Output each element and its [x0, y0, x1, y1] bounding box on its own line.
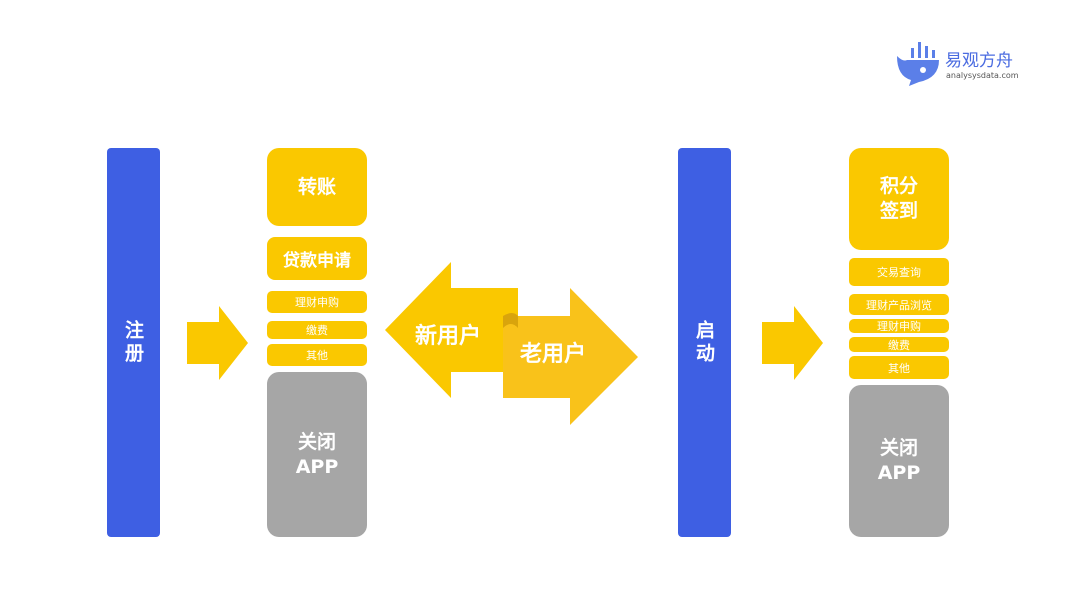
box-other: 其他: [849, 356, 949, 379]
close-label: 关闭: [879, 437, 918, 459]
box-transaction-query: 交易查询: [849, 258, 949, 286]
box-other: 其他: [267, 344, 367, 366]
box-transfer: 转账: [267, 148, 367, 226]
box-wealth-browse: 理财产品浏览: [849, 294, 949, 315]
app-label: APP: [295, 455, 339, 478]
box-loan: 贷款申请: [267, 237, 367, 280]
launch-label: 启动: [693, 319, 715, 366]
box-points-checkin: 积分签到: [849, 148, 949, 250]
wealth-purchase-label: 理财申购: [295, 296, 339, 309]
other-label: 其他: [306, 349, 328, 362]
launch-bar: 启动: [678, 148, 731, 537]
checkin-label: 签到: [879, 200, 918, 222]
new-user-label: 新用户: [415, 324, 482, 349]
box-wealth-purchase: 理财申购: [849, 319, 949, 333]
right-arrow-icon: [762, 306, 823, 380]
old-user-label: 老用户: [520, 342, 587, 367]
app-label: APP: [877, 462, 921, 484]
new-user-arrow-icon: [385, 262, 518, 398]
payment-label: 缴费: [888, 338, 910, 352]
transfer-label: 转账: [297, 175, 336, 198]
other-label: 其他: [888, 361, 910, 375]
register-bar: 注册: [107, 148, 160, 537]
payment-label: 缴费: [306, 324, 328, 337]
box-wealth-purchase: 理财申购: [267, 291, 367, 313]
old-user-arrow-icon: [503, 288, 638, 425]
logo: 易观方舟 analysysdata.com: [893, 38, 1043, 88]
close-label: 关闭: [297, 430, 336, 453]
points-label: 积分: [879, 175, 918, 197]
transaction-query-label: 交易查询: [877, 266, 921, 279]
wealth-browse-label: 理财产品浏览: [866, 298, 932, 312]
logo-name: 易观方舟: [945, 51, 1013, 71]
whale-logo-icon: [897, 42, 939, 86]
register-label: 注册: [122, 319, 144, 366]
right-arrow-icon: [187, 306, 248, 380]
logo-url: analysysdata.com: [946, 71, 1019, 80]
box-payment: 缴费: [849, 337, 949, 352]
box-close-app: 关闭 APP: [849, 385, 949, 537]
box-payment: 缴费: [267, 321, 367, 339]
loan-label: 贷款申请: [283, 251, 351, 271]
wealth-purchase-label: 理财申购: [877, 320, 921, 333]
